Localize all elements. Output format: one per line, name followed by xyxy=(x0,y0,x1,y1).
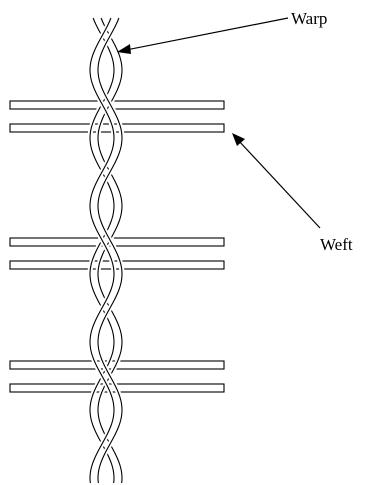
weft-bar-1a xyxy=(9,100,225,110)
warp-label: Warp xyxy=(291,9,327,28)
weft-bar-2a xyxy=(9,237,225,247)
warp-leader-line xyxy=(125,17,289,51)
weft-label: Weft xyxy=(320,235,353,254)
warp-strand-d xyxy=(97,17,123,484)
warp-annotation: Warp xyxy=(117,9,327,54)
warp-yarns xyxy=(87,17,125,484)
weft-bar-1b xyxy=(9,123,225,133)
weft-annotation: Weft xyxy=(232,133,353,254)
warp-arrowhead xyxy=(117,44,131,54)
warp-strand-b xyxy=(97,17,123,484)
warp-strand-c xyxy=(89,17,115,484)
weft-yarns xyxy=(9,100,225,393)
weft-arrowhead xyxy=(232,133,245,146)
weft-leader-line xyxy=(237,139,321,229)
weft-bar-2b xyxy=(9,260,225,270)
